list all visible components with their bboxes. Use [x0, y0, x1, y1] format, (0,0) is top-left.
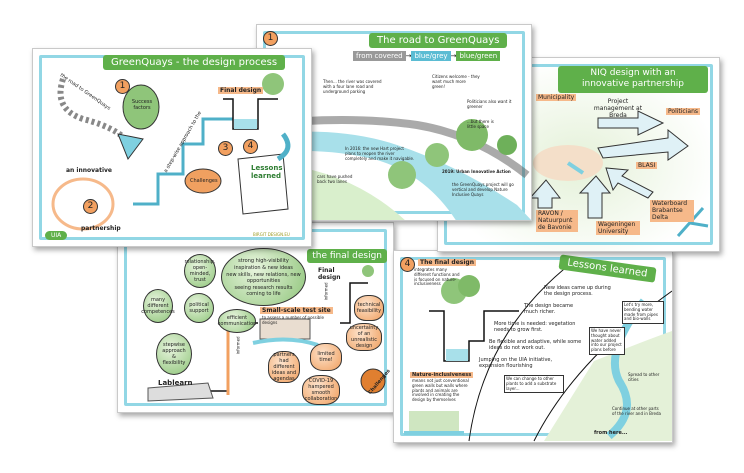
poster-title: The road to GreenQuays	[369, 33, 508, 48]
lesson-item: Jumping on the UIA initiative, expansion…	[479, 357, 553, 369]
lessons-label: Lessons learned	[251, 164, 283, 181]
uia-logo: UIA	[45, 231, 68, 240]
partner-municipality: Municipality	[536, 94, 577, 102]
final-design-note: integrates many different functions and …	[414, 267, 460, 287]
step-number: 1	[115, 79, 130, 94]
greenquays-note: the GreenQuays project will go vertical …	[452, 182, 514, 197]
test-site-label: Small-scale test site	[260, 307, 333, 315]
balloon: efficient communication	[218, 309, 256, 333]
arrow: →	[450, 52, 457, 60]
lessons-drawing	[404, 260, 672, 442]
credit: BIRGIT DESIGN.EU	[253, 232, 290, 237]
poster-title: the final design	[307, 249, 387, 263]
quote-box: We can change to other plants to add a s…	[504, 375, 564, 394]
balloon-text: new skills, new relations, new opportuni…	[226, 271, 301, 284]
partner-wageningen: Wageningen University	[596, 221, 640, 236]
subtitle-bluegreen: blue/green	[456, 51, 501, 61]
informed-label: informed	[323, 282, 329, 301]
subtitle-covered: from covered	[353, 51, 406, 61]
partnership-bottom: partnership	[81, 225, 121, 232]
partner-blasi: BLASI	[636, 162, 658, 170]
nature-note: means not just conventional green walls …	[412, 378, 469, 403]
lesson-item: More time is needed: vegetation needs to…	[494, 321, 576, 333]
balloon-success-factors: Success factors	[131, 99, 153, 111]
challenge-bag: limited time!	[310, 343, 342, 371]
quote-box: We have never thought about water added …	[589, 327, 625, 355]
lesson-item: The design became much richer.	[524, 303, 574, 315]
step-number: 3	[218, 141, 233, 156]
continue-label: Continue at other parts of the river and…	[612, 406, 661, 416]
stairs-drawing	[147, 265, 386, 402]
uia-logo-text: UIA	[51, 232, 62, 239]
subtitle-bluegrey: blue/grey	[411, 51, 451, 61]
challenge-bag: technical feasibility	[354, 295, 384, 321]
partner-politicians: Politicians	[666, 108, 700, 116]
step-number: 2	[83, 199, 98, 214]
arrow: →	[405, 52, 412, 60]
balloon: political support	[184, 293, 214, 323]
challenge-bag: COVID-19 hampered smooth collaboration	[302, 375, 340, 405]
citizens-note: Citizens welcome - they want much more g…	[432, 74, 480, 89]
partner-ravon: RAVON / Natuurpunt de Bavonie	[536, 210, 578, 232]
final-design-heading: The final design	[418, 259, 476, 267]
poster-title: GreenQuays - the design process	[103, 55, 286, 70]
challenge-bag: partners had different ideas and agendas	[268, 351, 300, 383]
pushed-back-note: cars have pushed back two lanes	[317, 174, 353, 184]
lablearn-label: Lablearn	[158, 379, 193, 387]
partner-project-management: Project management at Breda	[593, 98, 643, 120]
spread-label: Spread to other cities	[628, 372, 660, 382]
lesson-item: New ideas came up during the design proc…	[544, 285, 611, 297]
nature-heading: Nature-inclusiveness	[410, 372, 474, 378]
poster-subtitle: from covered→blue/grey→blue/green	[353, 51, 501, 61]
2016-note: In 2016: the new Hart project plans to r…	[345, 146, 415, 161]
balloon-text: strong high-visibility	[238, 257, 289, 264]
balloon: stepwise approach & flexibility	[156, 333, 192, 375]
final-design-label: Final design	[218, 87, 264, 95]
challenge-bag: uncertainty of an unrealistic design	[346, 323, 382, 351]
final-design-label: Final design	[318, 267, 341, 282]
balloon: many different competences	[141, 289, 175, 323]
balloon-text: inspiration & new ideas	[234, 264, 293, 271]
poster-title: NIQ design with an innovative partnershi…	[558, 66, 708, 93]
challenges-label: Challenges	[190, 178, 218, 184]
big-balloon: strong high-visibility inspiration & new…	[221, 248, 306, 306]
process-drawing	[51, 73, 291, 231]
poster-lessons-learned[interactable]: 4 Lessons learned The final design integ…	[393, 250, 673, 443]
step-number: 1	[263, 31, 278, 46]
little-space-note: ...but there is little space	[467, 119, 494, 129]
step-number: 4	[400, 257, 415, 272]
step-number: 4	[243, 139, 258, 154]
lesson-item: Be flexible and adaptive, while some ide…	[489, 339, 582, 351]
balloon-text: seeing research results coming to life	[234, 284, 293, 297]
2019-note: 2019: Urban Innovative Action	[442, 169, 511, 174]
test-site-note: to assess a number of possible designs	[262, 315, 324, 325]
politicians-note: Politicians also want it greener	[467, 99, 512, 109]
poster-design-process[interactable]: GreenQuays - the design process 1 the ro…	[32, 48, 312, 247]
informed-label: informed	[235, 336, 241, 355]
quote-box: Let's try more, bending water made from …	[622, 301, 664, 325]
then-note: Then... the river was covered with a fou…	[323, 79, 382, 94]
partnership-arrows	[528, 110, 709, 237]
partnership-top: an innovative	[66, 167, 112, 174]
from-here-label: from here...	[594, 430, 628, 436]
partner-waterboard: Waterboard Brabantse Delta	[650, 200, 694, 222]
poster-final-design[interactable]: the final design many different competen…	[117, 222, 394, 413]
balloon: relationship, open-minded, trust	[184, 254, 216, 288]
